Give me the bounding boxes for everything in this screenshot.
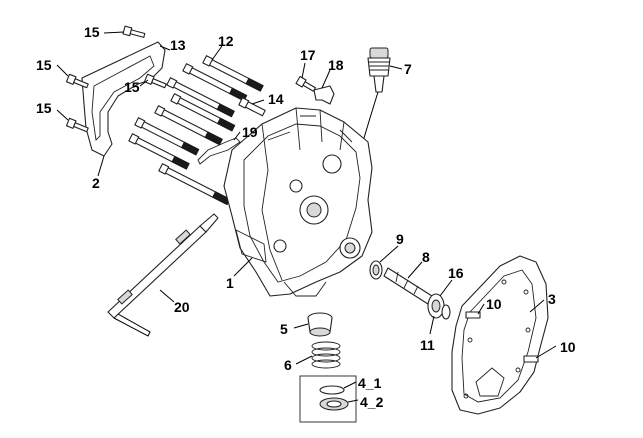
callout-9: 9 (396, 231, 404, 247)
bracket-18 (313, 85, 335, 105)
callout-18: 18 (328, 57, 344, 73)
callout-15: 15 (124, 79, 140, 95)
spring-6 (311, 341, 341, 369)
cover-3 (451, 255, 549, 415)
box-4 (299, 375, 357, 423)
callout-7: 7 (404, 61, 412, 77)
callout-20: 20 (174, 299, 190, 315)
bolts-15 (65, 25, 317, 133)
clip-19 (197, 137, 241, 165)
callout-15: 15 (84, 24, 100, 40)
ring-4-1 (319, 385, 345, 395)
leader-lines (56, 31, 557, 403)
callout-19: 19 (242, 124, 258, 140)
callout-16: 16 (448, 265, 464, 281)
callout-12: 12 (218, 33, 234, 49)
dowel-10a (465, 311, 481, 319)
plug-5 (307, 312, 333, 337)
callout-11: 11 (420, 337, 435, 353)
dowel-10b (523, 355, 539, 363)
callout-10: 10 (486, 296, 502, 312)
callout-6: 6 (284, 357, 292, 373)
callout-4-2: 4_2 (360, 394, 384, 410)
callout-8: 8 (422, 249, 430, 265)
callout-3: 3 (548, 291, 556, 307)
callout-10: 10 (560, 339, 576, 355)
callout-17: 17 (300, 47, 316, 63)
cover-3-inner (461, 269, 537, 403)
callout-13: 13 (170, 37, 186, 53)
crankcase-cover-1 (223, 107, 373, 297)
bolt-set (128, 55, 266, 206)
rod-20 (107, 213, 219, 337)
shaft-8 (369, 260, 451, 320)
callout-2: 2 (92, 175, 100, 191)
callout-14: 14 (268, 91, 284, 107)
callout-1: 1 (226, 275, 234, 291)
gasket-2-inner (91, 55, 155, 141)
dipstick-7 (363, 47, 391, 139)
callout-15: 15 (36, 100, 52, 116)
callout-15: 15 (36, 57, 52, 73)
callout-5: 5 (280, 321, 288, 337)
gasket-2 (81, 41, 166, 157)
callout-4-1: 4_1 (358, 375, 382, 391)
